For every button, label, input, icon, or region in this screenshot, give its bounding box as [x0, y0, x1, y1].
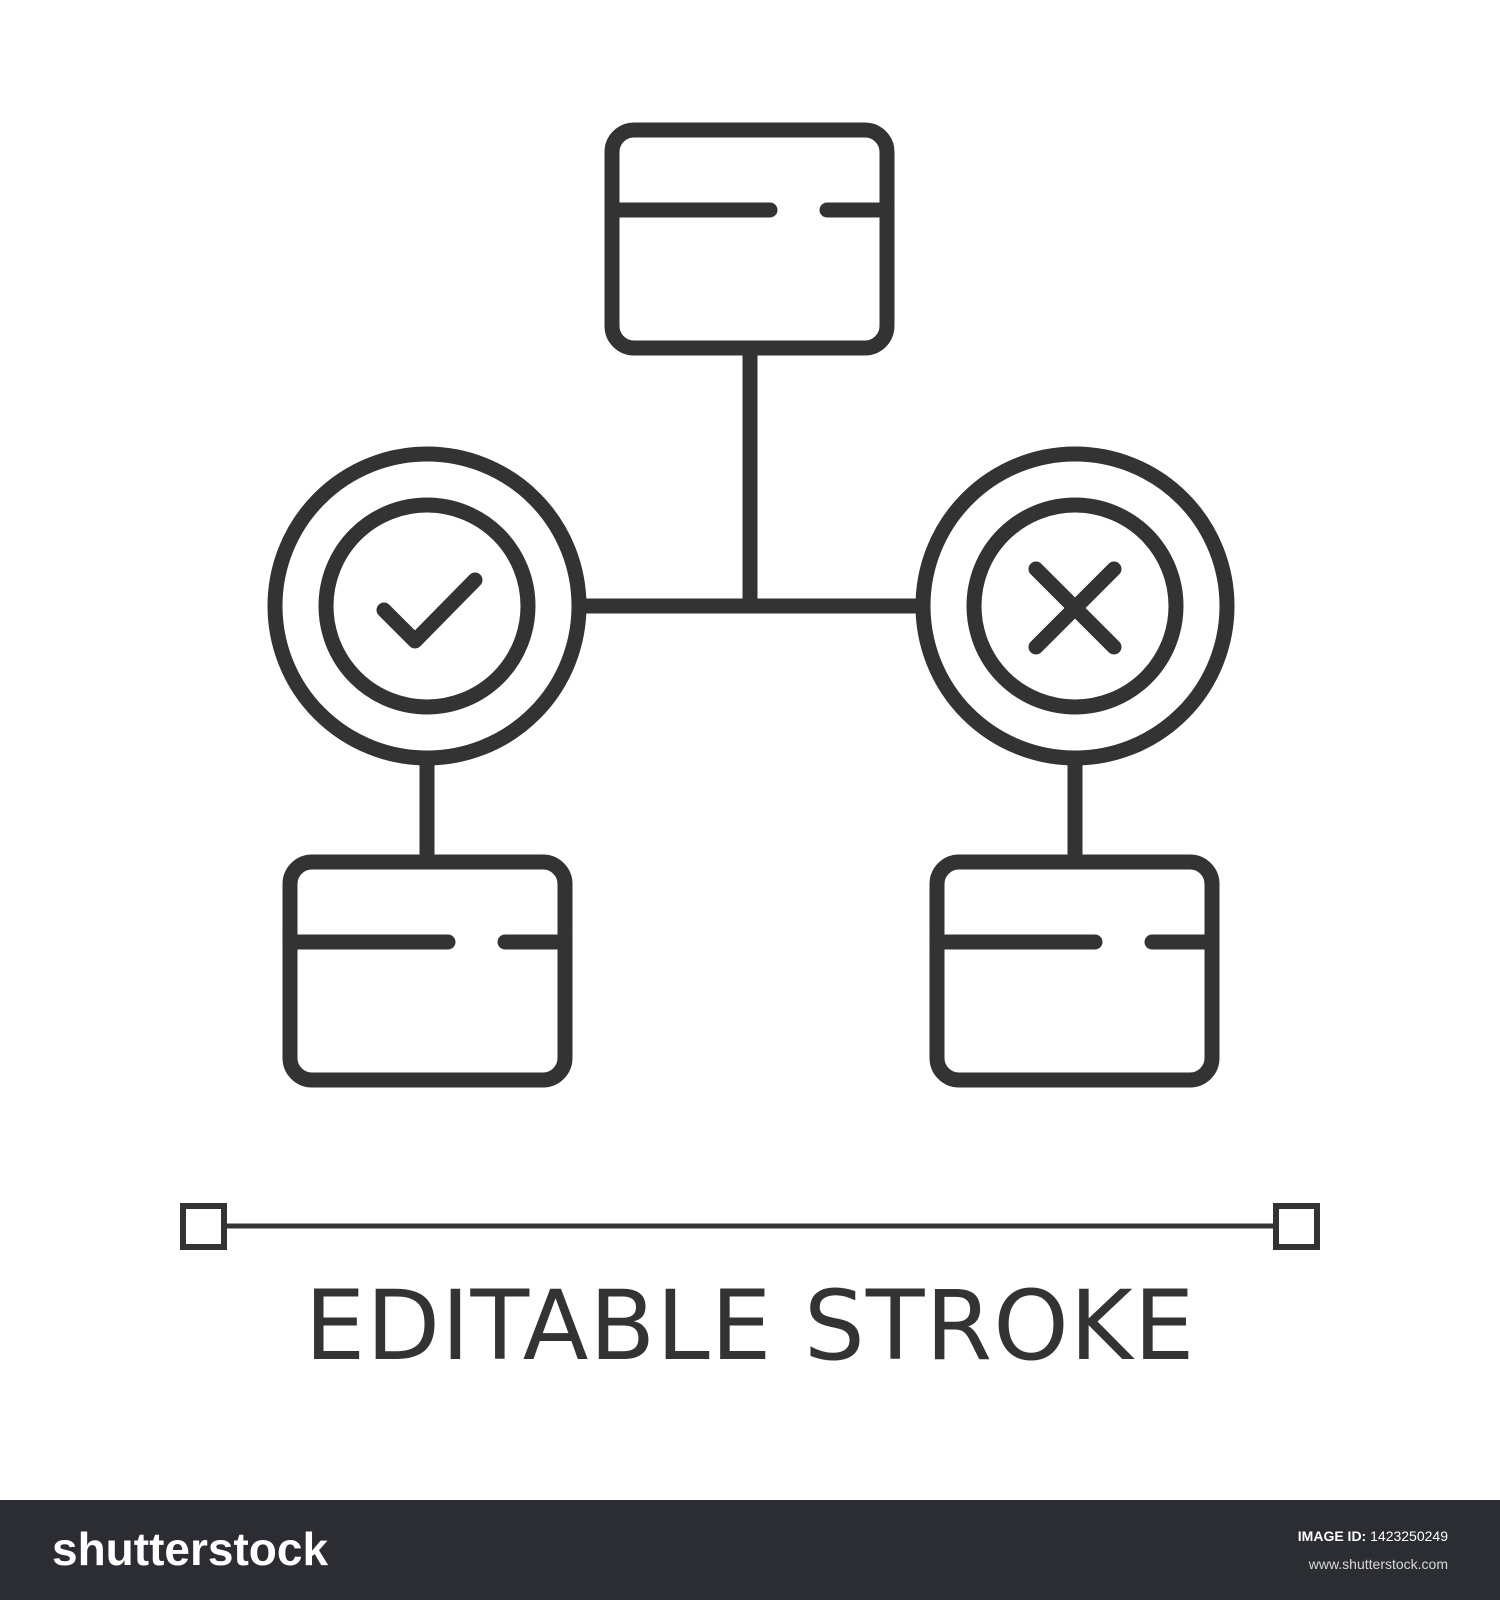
site-url: www.shutterstock.com: [1308, 1556, 1448, 1572]
brand-logo: shutterstock: [52, 1523, 329, 1575]
caption-text: EDITABLE STROKE: [304, 1270, 1196, 1382]
image-id-label: IMAGE ID:: [1297, 1528, 1367, 1544]
stroke-handle-left: [180, 1203, 227, 1250]
footer-bar: shutterstock IMAGE ID: 1423250249 www.sh…: [0, 1500, 1500, 1600]
image-id: IMAGE ID: 1423250249: [1298, 1528, 1448, 1544]
connectors: [419, 340, 1083, 870]
image-id-value: 1423250249: [1370, 1528, 1448, 1544]
top-card: [604, 122, 895, 356]
bottom-right-card: [929, 854, 1220, 1088]
stroke-handle-right: [1273, 1203, 1320, 1250]
bottom-left-card: [282, 854, 573, 1088]
stroke-indicator: [180, 1203, 1320, 1250]
reject-node: [915, 446, 1235, 766]
checkmark-icon: [376, 572, 483, 649]
approve-node: [267, 446, 587, 766]
cross-icon: [1028, 561, 1122, 655]
